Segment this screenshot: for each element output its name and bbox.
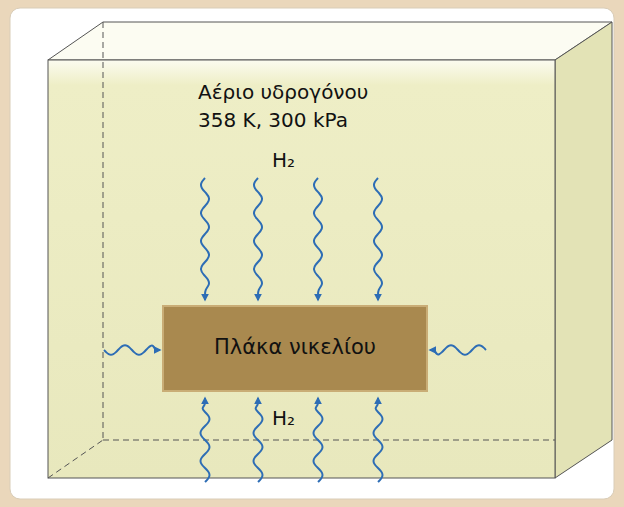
conditions-label: 358 K, 300 kPa <box>198 108 348 132</box>
tank-side <box>555 22 612 478</box>
hidden-edges <box>48 22 555 478</box>
panel <box>10 8 614 499</box>
gas-tank: Αέριο υδρογόνου 358 K, 300 kPaΠλάκα νικελ… <box>48 60 555 478</box>
diffusion-arrows <box>104 178 486 482</box>
gas-formula: H₂ <box>272 148 295 172</box>
tank-top <box>48 22 612 60</box>
plate-label: Πλάκα νικελίου <box>214 335 376 360</box>
wavy-arrow <box>254 178 262 300</box>
wavy-arrow <box>253 398 262 482</box>
wavy-arrow <box>314 178 322 300</box>
wavy-arrow <box>200 398 209 482</box>
tank-front <box>48 60 555 478</box>
wavy-arrow <box>201 178 209 300</box>
gas-label: Αέριο υδρογόνου <box>198 80 368 104</box>
wavy-arrow <box>104 345 160 355</box>
gas-formula: H₂ <box>272 406 295 430</box>
wavy-arrow <box>313 398 322 482</box>
wavy-arrow <box>430 345 486 355</box>
wavy-arrow <box>373 398 382 482</box>
wavy-arrow <box>374 178 382 300</box>
nickel-plate: Πλάκα νικελίου <box>162 305 428 392</box>
